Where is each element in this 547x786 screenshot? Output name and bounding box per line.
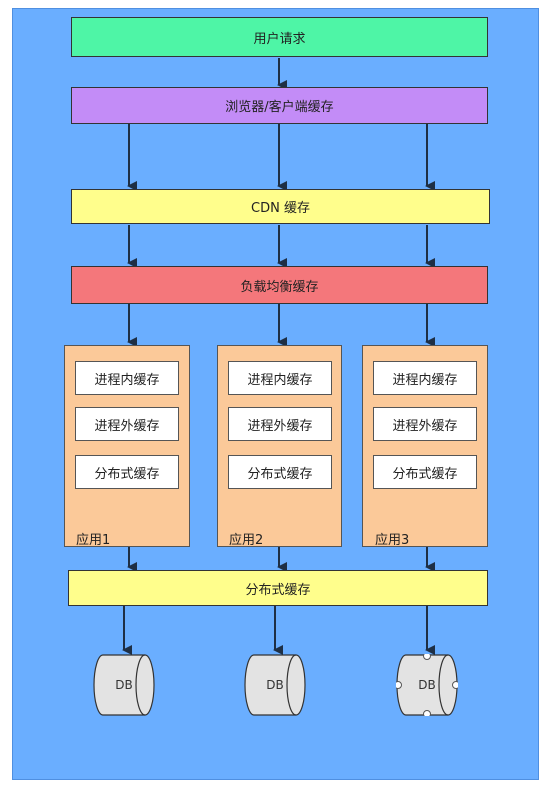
app-1-distributed-cache[interactable]: 分布式缓存 bbox=[75, 455, 179, 489]
app-3-label: 应用3 bbox=[375, 533, 410, 548]
app-1-box[interactable]: 进程内缓存 进程外缓存 分布式缓存 应用1 bbox=[64, 345, 190, 548]
app-1-in-process-cache[interactable]: 进程内缓存 bbox=[75, 361, 179, 395]
database-icon bbox=[93, 654, 155, 716]
db-1[interactable]: DB bbox=[93, 654, 155, 716]
app-2-box[interactable]: 进程内缓存 进程外缓存 分布式缓存 应用2 bbox=[217, 345, 342, 548]
db-3-label: DB bbox=[418, 678, 436, 692]
app-2-label: 应用2 bbox=[229, 533, 264, 548]
app-1-label: 应用1 bbox=[76, 533, 111, 548]
app-2-out-process-cache[interactable]: 进程外缓存 bbox=[228, 407, 332, 441]
app-3-box[interactable]: 进程内缓存 进程外缓存 分布式缓存 应用3 bbox=[362, 345, 488, 548]
lb-cache-box[interactable]: 负载均衡缓存 bbox=[71, 266, 488, 304]
db-1-label: DB bbox=[115, 678, 133, 692]
db-2-label: DB bbox=[266, 678, 284, 692]
shared-distributed-cache-box[interactable]: 分布式缓存 bbox=[68, 570, 488, 606]
db-3[interactable]: DB bbox=[394, 652, 460, 718]
database-icon bbox=[394, 652, 460, 718]
database-icon bbox=[244, 654, 306, 716]
app-2-in-process-cache[interactable]: 进程内缓存 bbox=[228, 361, 332, 395]
user-request-box[interactable]: 用户请求 bbox=[71, 17, 488, 57]
cdn-cache-box[interactable]: CDN 缓存 bbox=[71, 189, 490, 224]
browser-cache-box[interactable]: 浏览器/客户端缓存 bbox=[71, 87, 488, 124]
app-3-distributed-cache[interactable]: 分布式缓存 bbox=[373, 455, 477, 489]
app-2-distributed-cache[interactable]: 分布式缓存 bbox=[228, 455, 332, 489]
app-3-in-process-cache[interactable]: 进程内缓存 bbox=[373, 361, 477, 395]
app-3-out-process-cache[interactable]: 进程外缓存 bbox=[373, 407, 477, 441]
app-1-out-process-cache[interactable]: 进程外缓存 bbox=[75, 407, 179, 441]
db-2[interactable]: DB bbox=[244, 654, 306, 716]
